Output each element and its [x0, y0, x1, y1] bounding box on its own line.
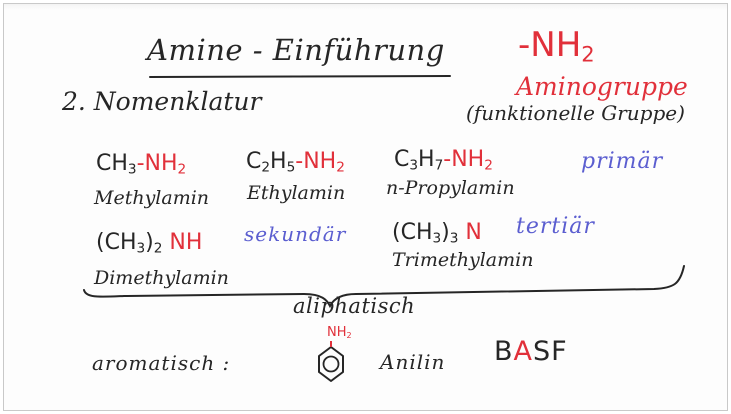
class-primary: primär: [581, 149, 664, 174]
name-trimethylamine: Trimethylamin: [392, 249, 534, 271]
formula-dimethylamine: (CH3)2 NH: [96, 230, 203, 257]
handdrawn-strokes: [83, 75, 685, 382]
amino-group-label: Aminogruppe: [516, 72, 688, 101]
amino-group-formula: -NH2: [518, 25, 595, 67]
formula-ethylamine: C2H5-NH2: [246, 149, 345, 176]
formula-trimethylamine: (CH3)3 N: [392, 220, 482, 247]
board-shadow: [4, 4, 727, 10]
title-underline: [149, 75, 451, 78]
aniline-amino-group: NH2: [327, 325, 352, 340]
whiteboard: Amine - Einführung -NH2 Aminogruppe 2. N…: [3, 3, 728, 411]
name-methylamine: Methylamin: [94, 187, 210, 209]
class-tertiary: tertiär: [516, 214, 595, 239]
formula-propylamine: C3H7-NH2: [394, 147, 493, 174]
name-propylamine: n-Propylamin: [386, 177, 515, 199]
page-title: Amine - Einführung: [147, 33, 445, 67]
name-aniline: Anilin: [380, 350, 446, 374]
functional-group-note: (funktionelle Gruppe): [466, 101, 685, 125]
benzene-ring-icon: [318, 341, 344, 382]
label-aliphatic: aliphatisch: [293, 294, 416, 318]
formula-methylamine: CH3-NH2: [96, 151, 187, 178]
class-secondary: sekundär: [244, 222, 347, 246]
name-ethylamine: Ethylamin: [247, 182, 346, 204]
section-subtitle: 2. Nomenklatur: [62, 87, 262, 116]
aliphatic-brace: [83, 265, 685, 309]
label-aromatic: aromatisch :: [92, 351, 231, 375]
basf-logo-text: BASF: [494, 336, 568, 367]
name-dimethylamine: Dimethylamin: [94, 267, 229, 289]
